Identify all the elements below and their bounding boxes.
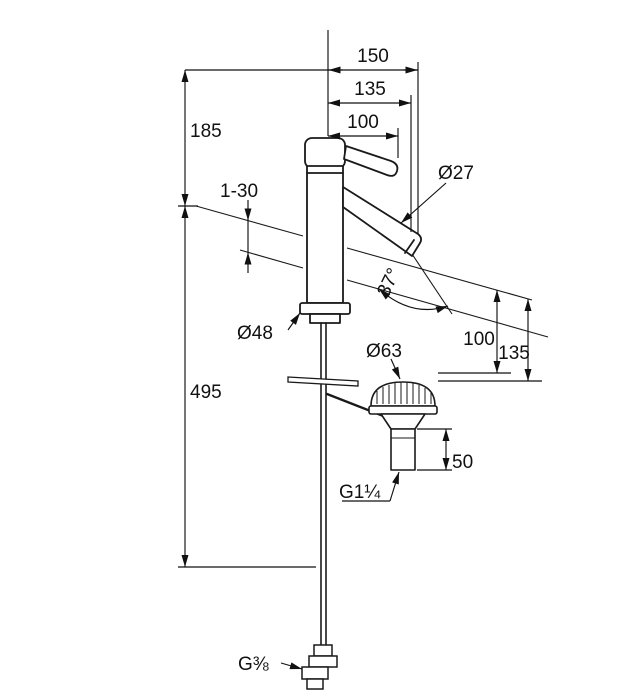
supply-fitting-stub [306, 678, 324, 690]
dim-label-supply-thread: G⅜ [238, 654, 269, 675]
spout [342, 186, 423, 257]
waste-assembly [368, 381, 438, 471]
dim-label-waste-thread: G1¼ [339, 482, 381, 503]
waste-flange [368, 405, 438, 415]
waste-neck [380, 413, 426, 430]
supply-fitting-nut [308, 655, 338, 668]
dim-label-135-right: 135 [498, 343, 530, 364]
supply-fitting-top [313, 644, 333, 657]
aerator-line [404, 239, 415, 254]
handle-lever [343, 145, 399, 177]
dim-label-waste-diameter: Ø63 [366, 341, 402, 362]
faucet [299, 137, 423, 324]
dim-label-100-right: 100 [463, 329, 495, 350]
supply-fitting-offset [301, 666, 329, 680]
base-flange [299, 302, 351, 315]
waste-tailpiece [390, 428, 416, 471]
waste-dome-ribs [376, 382, 432, 404]
dim-label-135-top: 135 [354, 79, 386, 100]
dim-label-base-diameter: Ø48 [237, 323, 273, 344]
leader-spout-diameter [400, 182, 447, 224]
dim-label-150: 150 [357, 46, 389, 67]
dim-label-50: 50 [452, 452, 473, 473]
lift-rod-handle [287, 376, 359, 387]
dimension-labels: 150 135 100 185 1-30 Ø27 37° Ø48 100 135… [190, 46, 530, 675]
deck-top-line-left [195, 205, 304, 237]
dim-label-deck-range: 1-30 [220, 181, 258, 202]
dim-label-spout-diameter: Ø27 [438, 163, 474, 184]
linkage-rod [325, 392, 393, 421]
faucet-body [306, 165, 344, 304]
pop-up-rod-assembly [287, 322, 393, 690]
leader-base-diameter [287, 312, 301, 331]
angle-arc-37 [378, 288, 449, 314]
leader-supply-thread [280, 662, 303, 670]
leader-waste-diameter [390, 358, 401, 380]
dimension-lines [178, 30, 542, 670]
handle-hub [304, 137, 346, 169]
dim-label-495: 495 [190, 382, 222, 403]
dim-label-100-top: 100 [347, 112, 379, 133]
dim-label-185: 185 [190, 121, 222, 142]
base-neck [309, 313, 341, 324]
deck-bottom-line-left [239, 249, 304, 269]
deck-top-line-right [346, 247, 533, 301]
leader-waste-thread [389, 471, 400, 502]
